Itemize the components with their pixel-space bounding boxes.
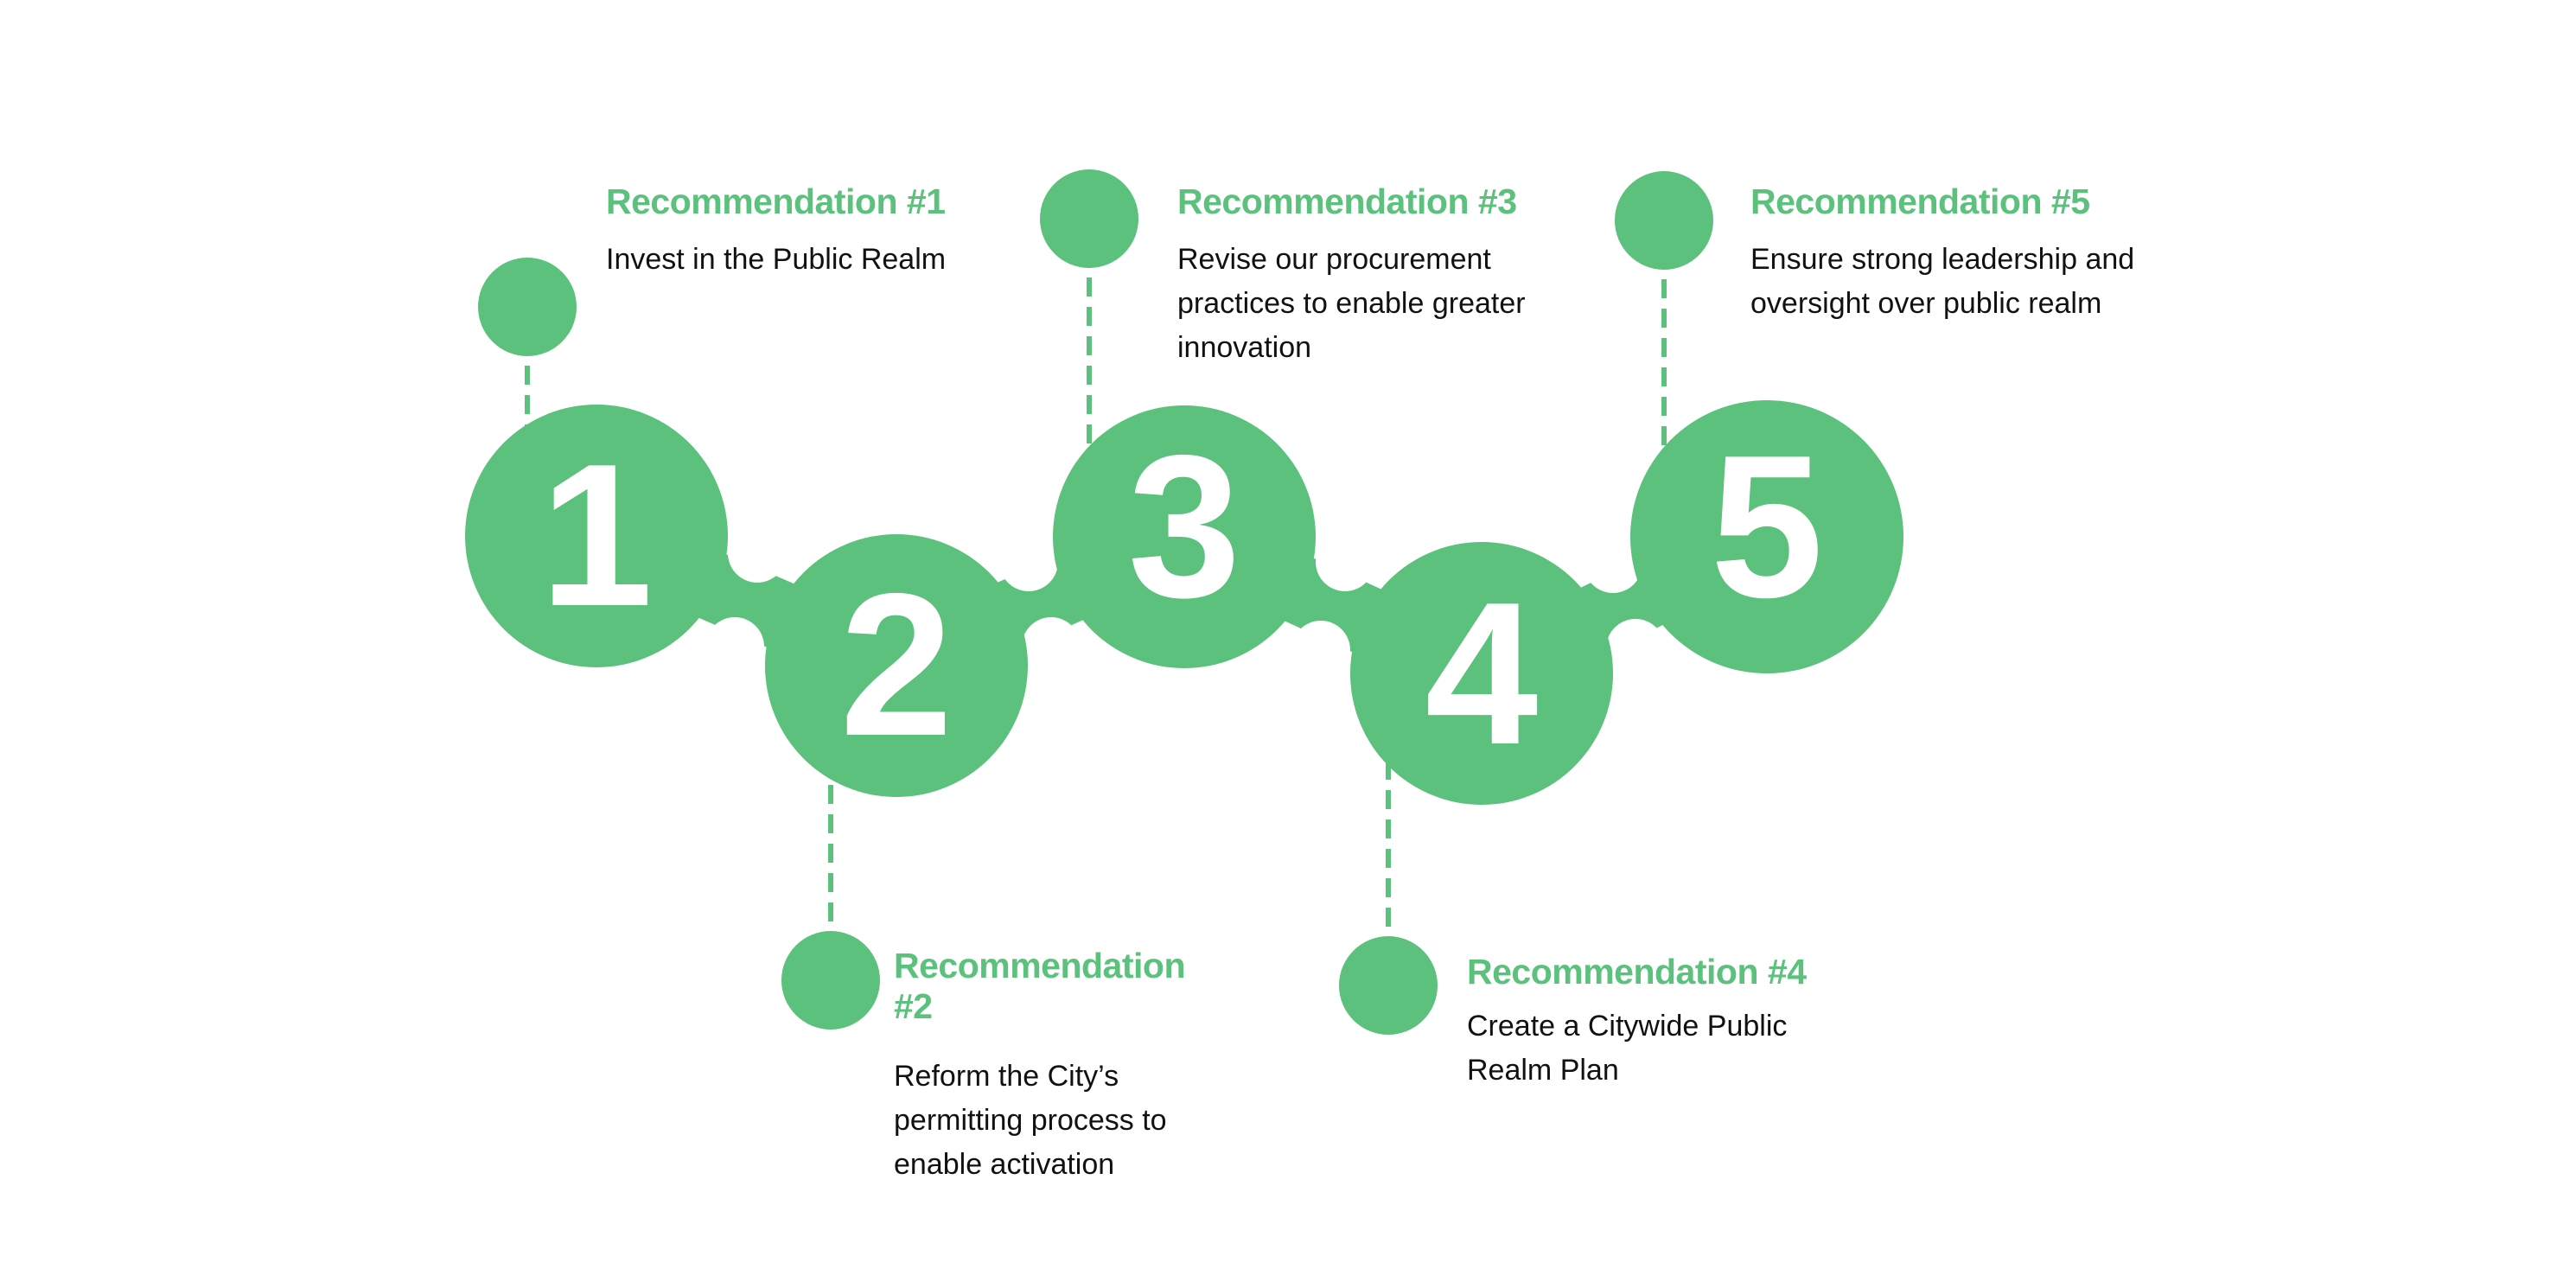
marker-dot-4 — [1339, 936, 1438, 1035]
step-circle-5 — [1630, 400, 1903, 673]
recommendation-title: Recommendation #2 — [894, 946, 1186, 1026]
step-circle-2 — [765, 534, 1028, 797]
step-circle-4 — [1350, 542, 1613, 805]
recommendation-title: Recommendation #5 — [1750, 182, 2090, 221]
recommendation-title: Recommendation #4 — [1467, 952, 1807, 992]
recommendation-text: Ensure strong leadership and oversight o… — [1750, 243, 2135, 320]
step-number-2: 2 — [840, 551, 953, 778]
recommendation-5: Recommendation #5 Ensure strong leadersh… — [1750, 182, 2139, 326]
recommendation-text: Revise our procurement practices to enab… — [1177, 243, 1526, 364]
marker-dot-3 — [1040, 169, 1138, 268]
recommendation-text: Create a Citywide Public Realm Plan — [1467, 1010, 1788, 1087]
recommendation-4: Recommendation #4 Create a Citywide Publ… — [1467, 952, 1847, 1093]
recommendation-1: Recommendation #1 Invest in the Public R… — [606, 182, 1055, 282]
marker-dot-1 — [478, 258, 577, 356]
recommendation-3: Recommendation #3 Revise our procurement… — [1177, 182, 1592, 370]
marker-dot-5 — [1615, 171, 1713, 270]
step-circle-3 — [1053, 405, 1316, 668]
recommendation-text: Invest in the Public Realm — [606, 243, 947, 276]
step-number-4: 4 — [1425, 559, 1539, 787]
recommendation-title: Recommendation #3 — [1177, 182, 1517, 221]
step-number-3: 3 — [1128, 412, 1241, 640]
recommendation-2: Recommendation #2 Reform the City’s perm… — [894, 946, 1231, 1187]
step-number-1: 1 — [540, 421, 654, 648]
marker-dot-2 — [781, 931, 880, 1030]
recommendation-text: Reform the City’s permitting process to … — [894, 1060, 1167, 1181]
step-number-5: 5 — [1711, 412, 1824, 640]
step-circle-1 — [465, 405, 728, 667]
recommendation-title: Recommendation #1 — [606, 182, 946, 221]
